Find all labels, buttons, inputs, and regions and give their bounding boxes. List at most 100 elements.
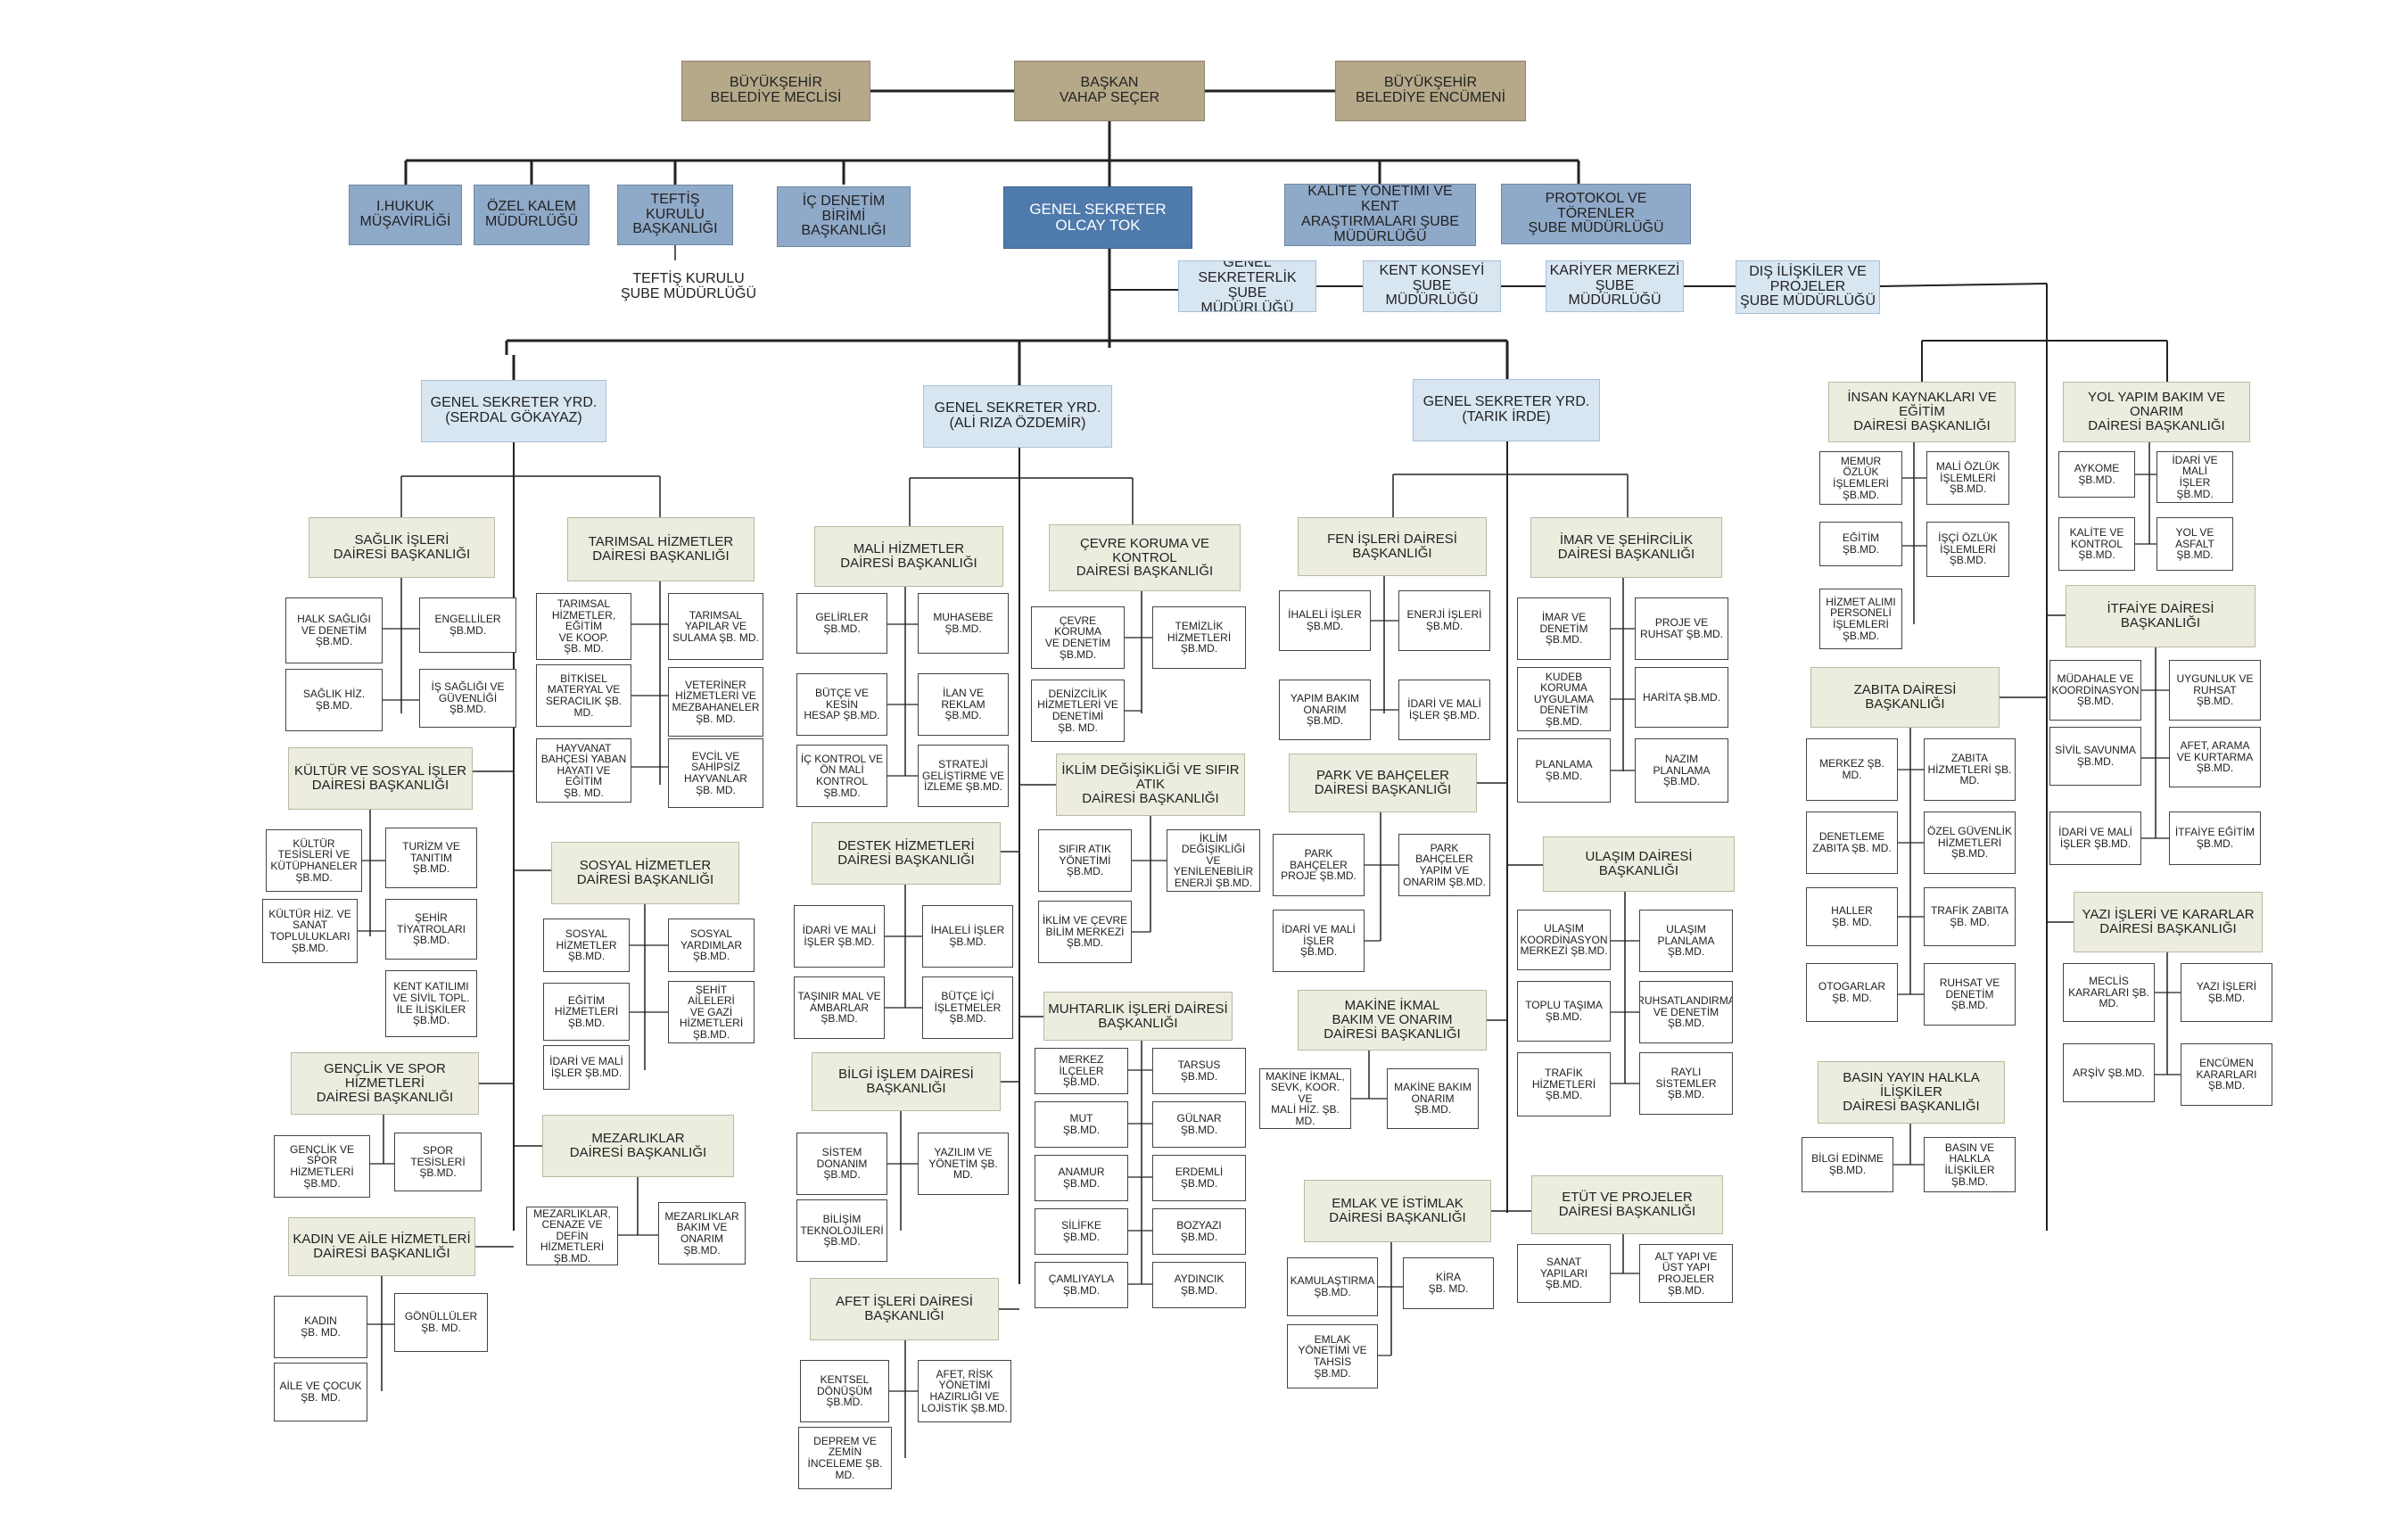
- box-camliyayla: ÇAMLIYAYLA ŞB.MD.: [1035, 1262, 1128, 1308]
- box-altyapi: ALT YAPI VE ÜST YAPI PROJELER ŞB.MD.: [1639, 1244, 1733, 1303]
- box-egitim-hiz: EĞİTİM HİZMETLERİ ŞB.MD.: [543, 983, 630, 1041]
- box-yrd3: GENEL SEKRETER YRD. (TARIK İRDE): [1413, 379, 1600, 441]
- box-basin: BASIN YAYIN HALKLA İLİŞKİLER DAİRESİ BAŞ…: [1818, 1061, 2005, 1124]
- box-kariyer: KARİYER MERKEZİ ŞUBE MÜDÜRLÜĞÜ: [1546, 260, 1684, 312]
- box-gs-sube: GENEL SEKRETERLİK ŞUBE MÜDÜRLÜĞÜ: [1178, 260, 1316, 312]
- box-deprem: DEPREM VE ZEMİN İNCELEME ŞB. MD.: [798, 1427, 892, 1489]
- box-hizmet-alimi: HİZMET ALIMI PERSONELİ İŞLEMLERİ ŞB.MD.: [1819, 589, 1902, 649]
- box-gonulluler: GÖNÜLLÜLER ŞB. MD.: [394, 1293, 488, 1352]
- box-tasinir: TAŞINIR MAL VE AMBARLAR ŞB.MD.: [794, 976, 885, 1039]
- box-ic-denetim: İÇ DENETİM BİRİMİ BAŞKANLIĞI: [777, 186, 911, 247]
- box-haller: HALLER ŞB. MD.: [1806, 887, 1898, 946]
- connector-line: [1879, 283, 2048, 287]
- box-zabita: ZABITA DAİRESİ BAŞKANLIĞI: [1810, 667, 2000, 728]
- box-butce-ici: BÜTÇE İÇİ İŞLETMELER ŞB.MD.: [922, 976, 1013, 1039]
- box-hukuk: I.HUKUK MÜŞAVİRLİĞİ: [349, 185, 462, 245]
- box-mali-ozluk: MALİ ÖZLÜK İŞLEMLERİ ŞB.MD.: [1926, 451, 2009, 505]
- box-toplu-tasima: TOPLU TAŞIMA ŞB.MD.: [1517, 981, 1611, 1042]
- box-imar: İMAR VE ŞEHİRCİLİK DAİRESİ BAŞKANLIĞI: [1530, 517, 1722, 578]
- box-cevre: ÇEVRE KORUMA VE KONTROL DAİRESİ BAŞKANLI…: [1049, 524, 1241, 591]
- box-ilan: İLAN VE REKLAM ŞB.MD.: [918, 673, 1009, 736]
- box-merkez-ilceler: MERKEZ İLÇELER ŞB.MD.: [1035, 1048, 1128, 1094]
- box-proje-ruhsat: PROJE VE RUHSAT ŞB.MD.: [1635, 597, 1728, 660]
- box-encumen: BÜYÜKŞEHİR BELEDİYE ENCÜMENİ: [1335, 61, 1526, 121]
- box-bilgi-islem: BİLGİ İŞLEM DAİRESİ BAŞKANLIĞI: [812, 1052, 1001, 1111]
- box-meclis-kararlari: MECLİS KARARLARI ŞB. MD.: [2063, 963, 2155, 1022]
- box-afet-arama: AFET, ARAMA VE KURTARMA ŞB.MD.: [2169, 727, 2261, 787]
- box-teftis-kurulu: TEFTİŞ KURULU BAŞKANLIĞI: [617, 185, 733, 245]
- box-asfalt: YOL VE ASFALT ŞB.MD.: [2156, 517, 2233, 571]
- box-genclik-spor: GENÇLİK VE SPOR HİZMETLERİ ŞB.MD.: [274, 1135, 370, 1198]
- box-yazi-sb: YAZI İŞLERİ ŞB.MD.: [2181, 963, 2272, 1022]
- box-emlak-tahsis: EMLAK YÖNETİMİ VE TAHSİS ŞB.MD.: [1287, 1324, 1378, 1388]
- box-genel-sekreter: GENEL SEKRETER OLCAY TOK: [1003, 186, 1192, 249]
- box-yapim-bakim: YAPIM BAKIM ONARIM ŞB.MD.: [1279, 680, 1371, 740]
- box-aydincik: AYDINCIK ŞB.MD.: [1152, 1262, 1246, 1308]
- box-kentsel: KENTSEL DÖNÜŞÜM ŞB.MD.: [800, 1360, 889, 1422]
- box-basin-halkla: BASIN VE HALKLA İLİŞKİLER ŞB.MD.: [1924, 1137, 2016, 1192]
- box-bitkisel: BİTKİSEL MATERYAL VE SERACILIK ŞB. MD.: [536, 664, 631, 727]
- box-butce: BÜTÇE VE KESİN HESAP ŞB.MD.: [796, 673, 887, 736]
- box-engelliler: ENGELLİLER ŞB.MD.: [419, 597, 516, 653]
- box-yrd2: GENEL SEKRETER YRD. (ALİ RIZA ÖZDEMİR): [923, 385, 1112, 448]
- box-saglik-hiz: SAĞLIK HİZ. ŞB.MD.: [285, 669, 383, 731]
- box-otogarlar: OTOGARLAR ŞB. MD.: [1806, 963, 1898, 1022]
- box-sifir-atik: SIFIR ATIK YÖNETİMİ ŞB.MD.: [1038, 829, 1132, 892]
- box-halk-sagligi: HALK SAĞLIĞI VE DENETİM ŞB.MD.: [285, 597, 383, 663]
- box-zabita-hiz: ZABITA HİZMETLERİ ŞB. MD.: [1924, 738, 2016, 801]
- box-ruhsat-denetim: RUHSAT VE DENETİM ŞB.MD.: [1924, 963, 2016, 1026]
- box-erdemli: ERDEMLİ ŞB.MD.: [1152, 1155, 1246, 1201]
- box-egitim-ik: EĞİTİM ŞB.MD.: [1819, 522, 1902, 566]
- box-aykome: AYKOME ŞB.MD.: [2058, 451, 2135, 498]
- box-insan: İNSAN KAYNAKLARI VE EĞİTİM DAİRESİ BAŞKA…: [1828, 382, 2016, 442]
- box-trafik-hiz: TRAFİK HİZMETLERİ ŞB.MD.: [1517, 1052, 1611, 1116]
- box-veteriner: VETERİNER HİZMETLERİ VE MEZBAHANELER ŞB.…: [668, 667, 763, 737]
- box-makine-bakim: MAKİNE BAKIM ONARIM ŞB.MD.: [1387, 1068, 1479, 1129]
- box-mali: MALİ HİZMETLER DAİRESİ BAŞKANLIĞI: [814, 526, 1003, 587]
- box-denizcilik: DENİZCİLİK HİZMETLERİ VE DENETİMİ ŞB. MD…: [1031, 680, 1125, 742]
- box-kadin: KADIN VE AİLE HİZMETLERİ DAİRESİ BAŞKANL…: [288, 1217, 475, 1276]
- box-kultur: KÜLTÜR VE SOSYAL İŞLER DAİRESİ BAŞKANLIĞ…: [288, 747, 473, 810]
- box-tarimsal-egitim: TARIMSAL HİZMETLER, EĞİTİM VE KOOP. ŞB. …: [536, 593, 631, 660]
- box-rayli: RAYLI SİSTEMLER ŞB.MD.: [1639, 1052, 1733, 1115]
- box-mezar-bakim: MEZARLIKLAR BAKIM VE ONARIM ŞB.MD.: [658, 1202, 746, 1265]
- box-hayvanat: HAYVANAT BAHÇESİ YABAN HAYATI VE EĞİTİM …: [536, 738, 631, 803]
- box-itfaiye: İTFAİYE DAİRESİ BAŞKANLIĞI: [2066, 585, 2255, 647]
- box-ihaleli-destek: İHALELİ İŞLER ŞB.MD.: [922, 905, 1013, 968]
- box-afet: AFET İŞLERİ DAİRESİ BAŞKANLIĞI: [810, 1278, 999, 1340]
- box-mudahale: MÜDAHALE VE KOORDİNASYON ŞB.MD.: [2049, 660, 2141, 721]
- box-kadin-sb: KADIN ŞB. MD.: [274, 1296, 367, 1358]
- box-ulasim-koor: ULAŞIM KOORDİNASYON MERKEZİ ŞB.MD.: [1517, 910, 1611, 970]
- box-tarsus: TARSUS ŞB.MD.: [1152, 1048, 1246, 1094]
- box-park-proje: PARK BAHÇELER PROJE ŞB.MD.: [1273, 834, 1365, 896]
- box-gulnar: GÜLNAR ŞB.MD.: [1152, 1101, 1246, 1148]
- box-gelirler: GELİRLER ŞB.MD.: [796, 593, 887, 654]
- box-planlama: PLANLAMA ŞB.MD.: [1517, 738, 1611, 803]
- box-kamulastirma: KAMULAŞTIRMA ŞB.MD.: [1287, 1257, 1378, 1316]
- box-kent-katilimi: KENT KATILIMI VE SİVİL TOPL. İLE İLİŞKİL…: [385, 970, 477, 1037]
- box-saglik: SAĞLIK İŞLERİ DAİRESİ BAŞKANLIĞI: [309, 517, 495, 578]
- box-ruhsatlandirma: RUHSATLANDIRMA VE DENETİM ŞB.MD.: [1639, 981, 1733, 1043]
- box-genclik: GENÇLİK VE SPOR HİZMETLERİ DAİRESİ BAŞKA…: [291, 1052, 479, 1115]
- box-aile-cocuk: AİLE VE ÇOCUK ŞB. MD.: [274, 1363, 367, 1421]
- box-turizm: TURİZM VE TANITIM ŞB.MD.: [385, 828, 477, 888]
- box-idari-park: İDARİ VE MALİ İŞLER ŞB.MD.: [1273, 910, 1365, 972]
- box-arsiv: ARŞİV ŞB.MD.: [2063, 1043, 2155, 1102]
- box-idari-sosyal: İDARİ VE MALİ İŞLER ŞB.MD.: [543, 1045, 630, 1090]
- box-yazi-isleri: YAZI İŞLERİ VE KARARLAR DAİRESİ BAŞKANLI…: [2074, 892, 2263, 952]
- box-baskan: BAŞKAN VAHAP SEÇER: [1014, 61, 1205, 121]
- box-mut: MUT ŞB.MD.: [1035, 1101, 1128, 1148]
- box-kalite: KALİTE YÖNETİMİ VE KENT ARAŞTIRMALARI ŞU…: [1284, 184, 1476, 246]
- box-imar-denetim: İMAR VE DENETİM ŞB.MD.: [1517, 597, 1611, 660]
- box-idari-destek: İDARİ VE MALİ İŞLER ŞB.MD.: [794, 905, 885, 968]
- box-kudeb: KUDEB KORUMA UYGULAMA DENETİM ŞB.MD.: [1517, 667, 1611, 731]
- box-trafik-zabita: TRAFİK ZABITA ŞB. MD.: [1924, 887, 2016, 946]
- box-is-sagligi: İŞ SAĞLIĞI VE GÜVENLİĞİ ŞB.MD.: [419, 669, 516, 728]
- box-kultur-tesis: KÜLTÜR TESİSLERİ VE KÜTÜPHANELER ŞB.MD.: [266, 829, 362, 892]
- box-protokol: PROTOKOL VE TÖRENLER ŞUBE MÜDÜRLÜĞÜ: [1501, 184, 1691, 244]
- box-denetleme: DENETLEME ZABITA ŞB. MD.: [1806, 812, 1898, 874]
- box-kent-konseyi: KENT KONSEYİ ŞUBE MÜDÜRLÜĞÜ: [1363, 260, 1501, 312]
- box-park-yapim: PARK BAHÇELER YAPIM VE ONARIM ŞB.MD.: [1398, 834, 1490, 896]
- box-evcil: EVCİL VE SAHİPSİZ HAYVANLAR ŞB. MD.: [668, 738, 763, 808]
